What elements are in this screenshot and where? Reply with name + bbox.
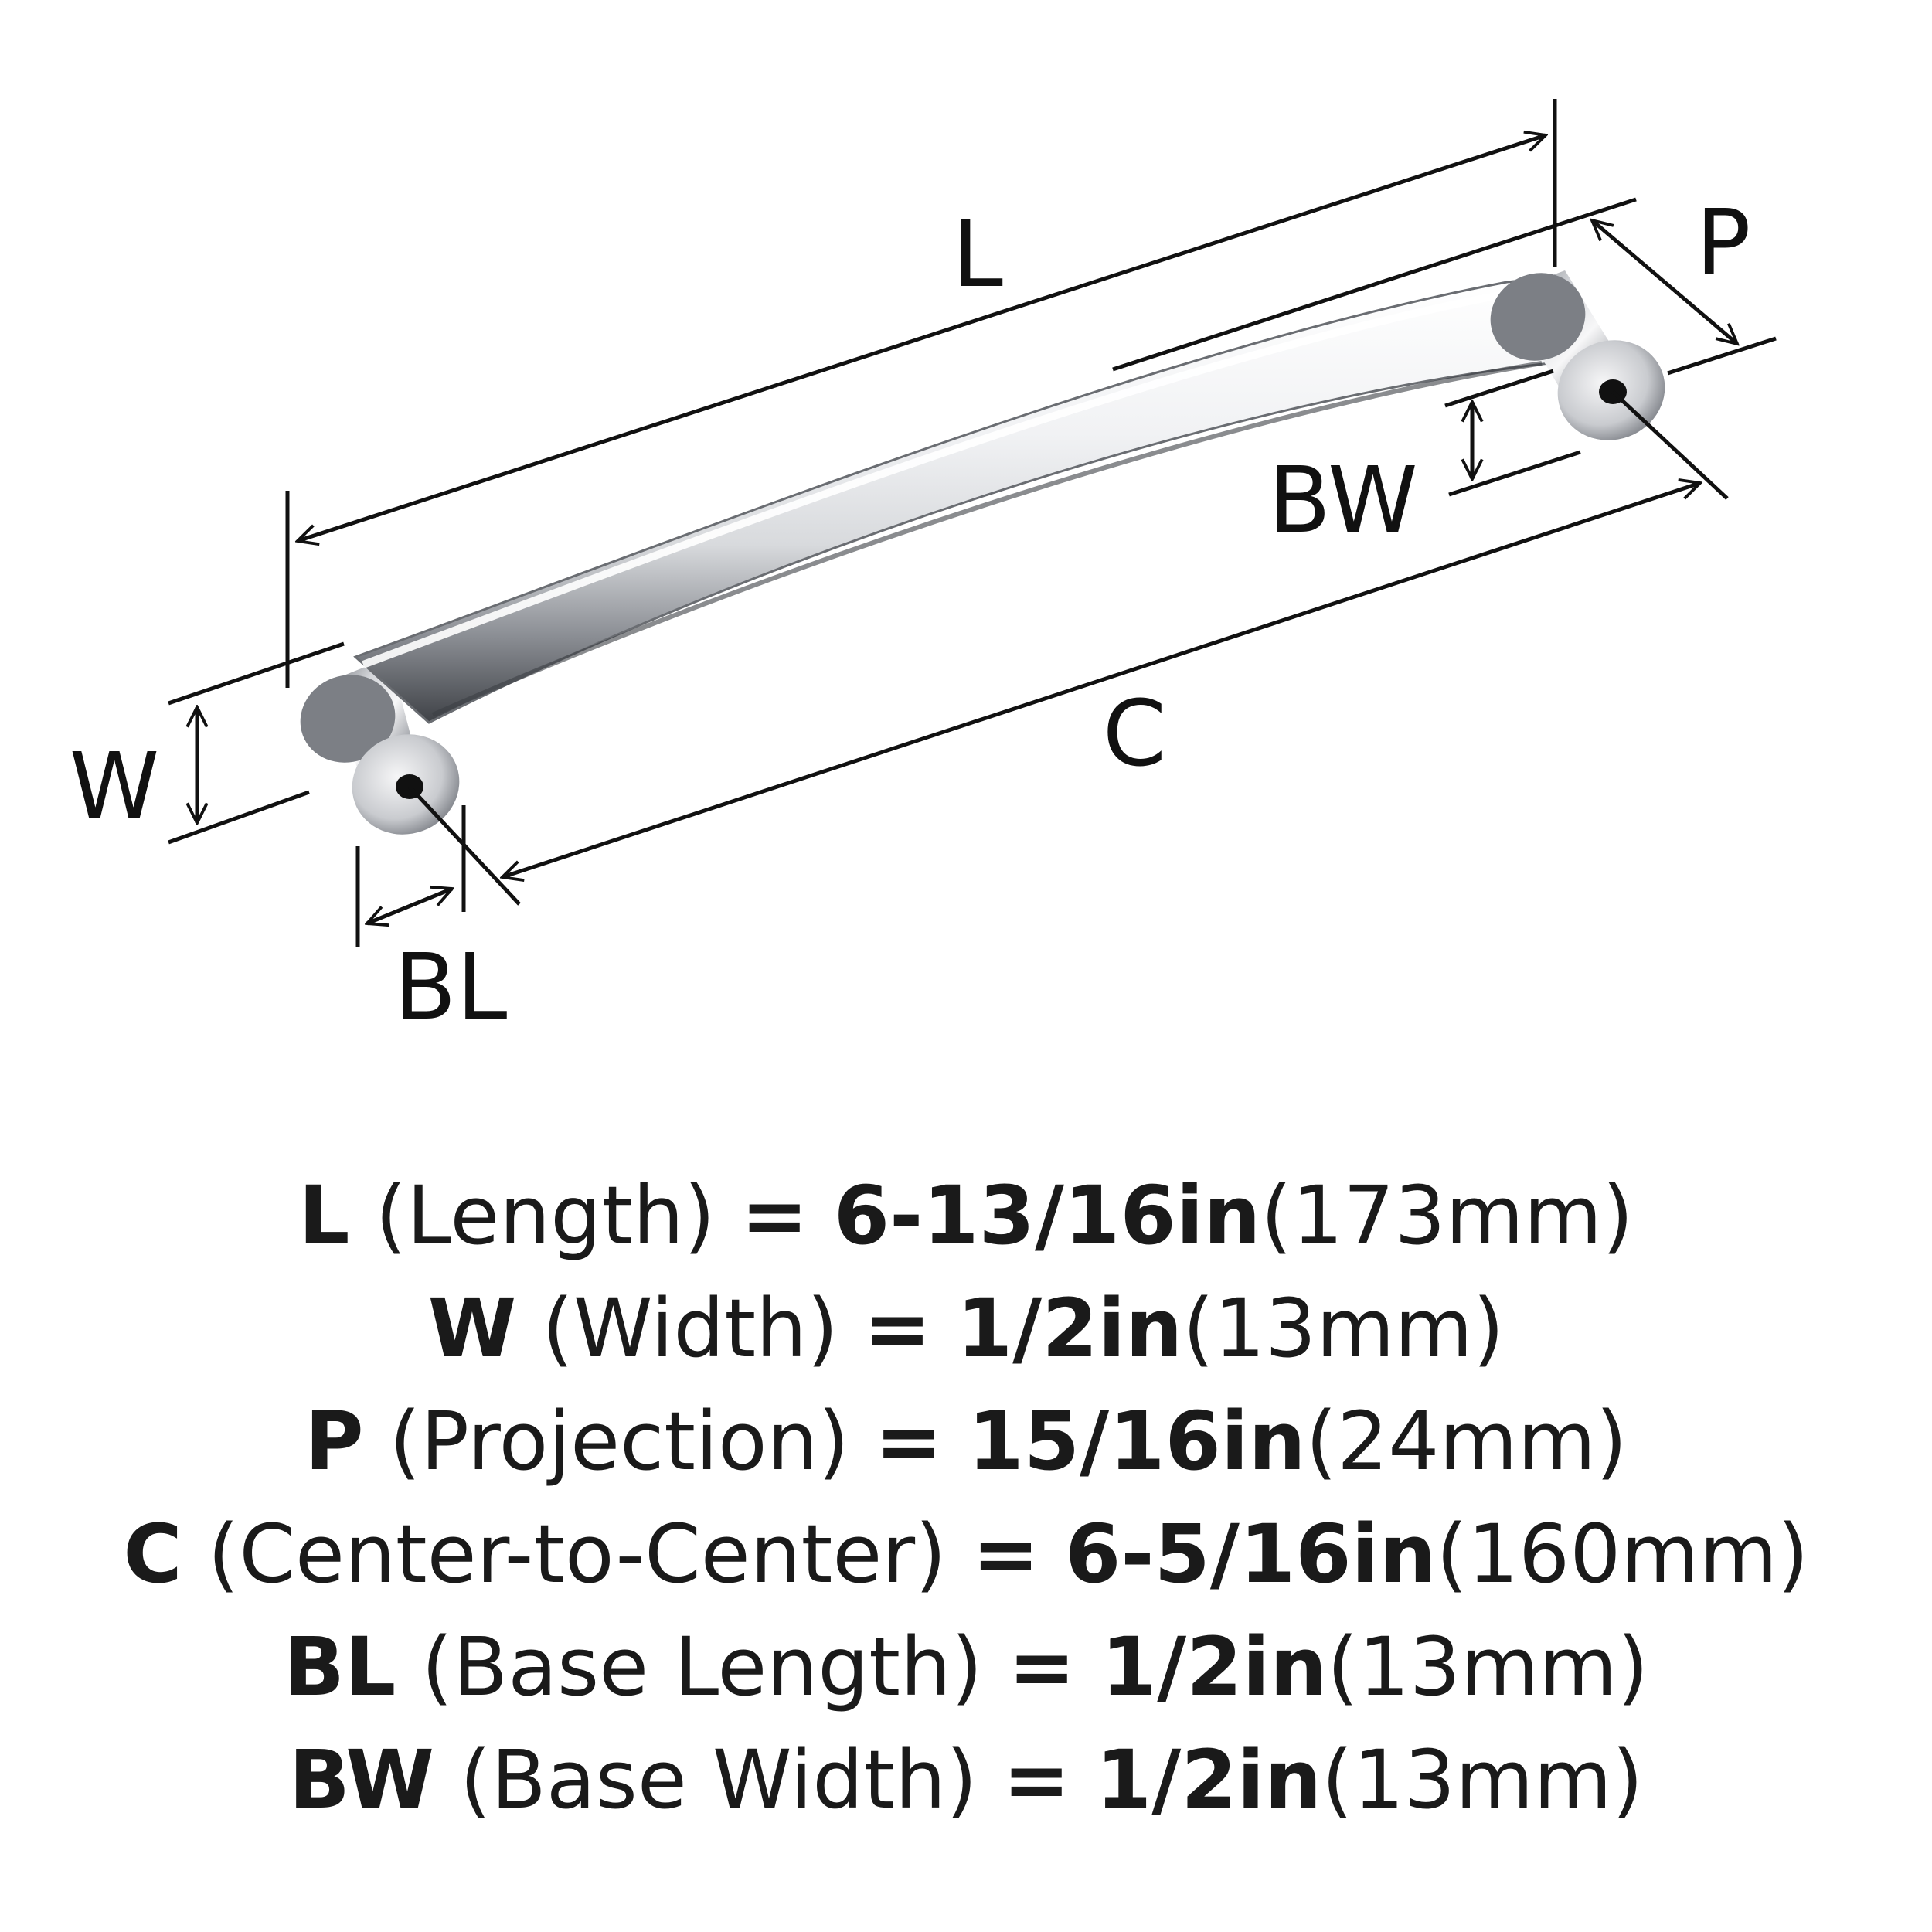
spec-desc: (Base Width) xyxy=(459,1733,978,1827)
spec-width: W (Width) = 1/2in(13mm) xyxy=(0,1272,1932,1385)
label-base-width: BW xyxy=(1268,447,1417,553)
spec-desc: (Center-to-Center) xyxy=(207,1507,947,1601)
base-width-extension-bottom xyxy=(1448,450,1581,497)
spec-abbr: BL xyxy=(283,1620,396,1714)
label-center-to-center: C xyxy=(1103,680,1166,787)
label-base-length: BL xyxy=(394,934,508,1040)
spec-equals: = xyxy=(1008,1620,1076,1714)
label-width: W xyxy=(70,733,160,839)
dimension-labels: L P BW C W BL xyxy=(70,189,1751,1040)
cabinet-pull-handle xyxy=(300,270,1665,835)
spec-abbr: L xyxy=(298,1168,350,1263)
bar-top-edge-extension xyxy=(1112,197,1637,372)
spec-metric: (160mm) xyxy=(1436,1507,1809,1601)
projection-extension xyxy=(1667,336,1777,376)
spec-desc: (Length) xyxy=(375,1168,716,1263)
spec-imperial: 15/16in xyxy=(968,1394,1306,1488)
spec-imperial: 1/2in xyxy=(1100,1620,1328,1714)
spec-base-length: BL (Base Length) = 1/2in(13mm) xyxy=(0,1611,1932,1723)
width-extension-bottom xyxy=(168,790,310,845)
projection-dimension-arrow xyxy=(1592,220,1737,344)
length-dimension-arrow xyxy=(298,135,1546,541)
spec-metric: (13mm) xyxy=(1327,1620,1649,1714)
spec-imperial: 1/2in xyxy=(1095,1733,1322,1827)
spec-abbr: W xyxy=(427,1281,517,1376)
spec-desc: (Projection) xyxy=(389,1394,850,1488)
spec-imperial: 6-13/16in xyxy=(833,1168,1261,1263)
spec-metric: (24mm) xyxy=(1305,1394,1628,1488)
spec-equals: = xyxy=(1002,1733,1070,1827)
spec-equals: = xyxy=(875,1394,943,1488)
spec-abbr: BW xyxy=(288,1733,434,1827)
spec-center-to-center: C (Center-to-Center) = 6-5/16in(160mm) xyxy=(0,1498,1932,1611)
label-projection: P xyxy=(1696,189,1750,296)
spec-metric: (173mm) xyxy=(1260,1168,1634,1263)
center-line-right xyxy=(1611,390,1729,500)
base-length-dimension-arrow xyxy=(367,889,452,923)
spec-desc: (Width) xyxy=(542,1281,838,1376)
spec-desc: (Base Length) xyxy=(421,1620,983,1714)
spec-equals: = xyxy=(863,1281,931,1376)
dimension-specifications: L (Length) = 6-13/16in(173mm) W (Width) … xyxy=(0,1159,1932,1836)
center-dimension-arrow xyxy=(502,483,1700,877)
spec-equals: = xyxy=(740,1168,808,1263)
spec-equals: = xyxy=(971,1507,1039,1601)
label-length: L xyxy=(952,201,1003,308)
spec-metric: (13mm) xyxy=(1321,1733,1644,1827)
spec-abbr: P xyxy=(304,1394,364,1488)
width-extension-top xyxy=(168,641,345,706)
spec-projection: P (Projection) = 15/16in(24mm) xyxy=(0,1385,1932,1498)
spec-metric: (13mm) xyxy=(1182,1281,1505,1376)
spec-abbr: C xyxy=(123,1507,182,1601)
spec-length: L (Length) = 6-13/16in(173mm) xyxy=(0,1159,1932,1272)
spec-base-width: BW (Base Width) = 1/2in(13mm) xyxy=(0,1723,1932,1836)
spec-imperial: 1/2in xyxy=(956,1281,1183,1376)
spec-imperial: 6-5/16in xyxy=(1065,1507,1437,1601)
dimension-lines xyxy=(168,99,1777,947)
